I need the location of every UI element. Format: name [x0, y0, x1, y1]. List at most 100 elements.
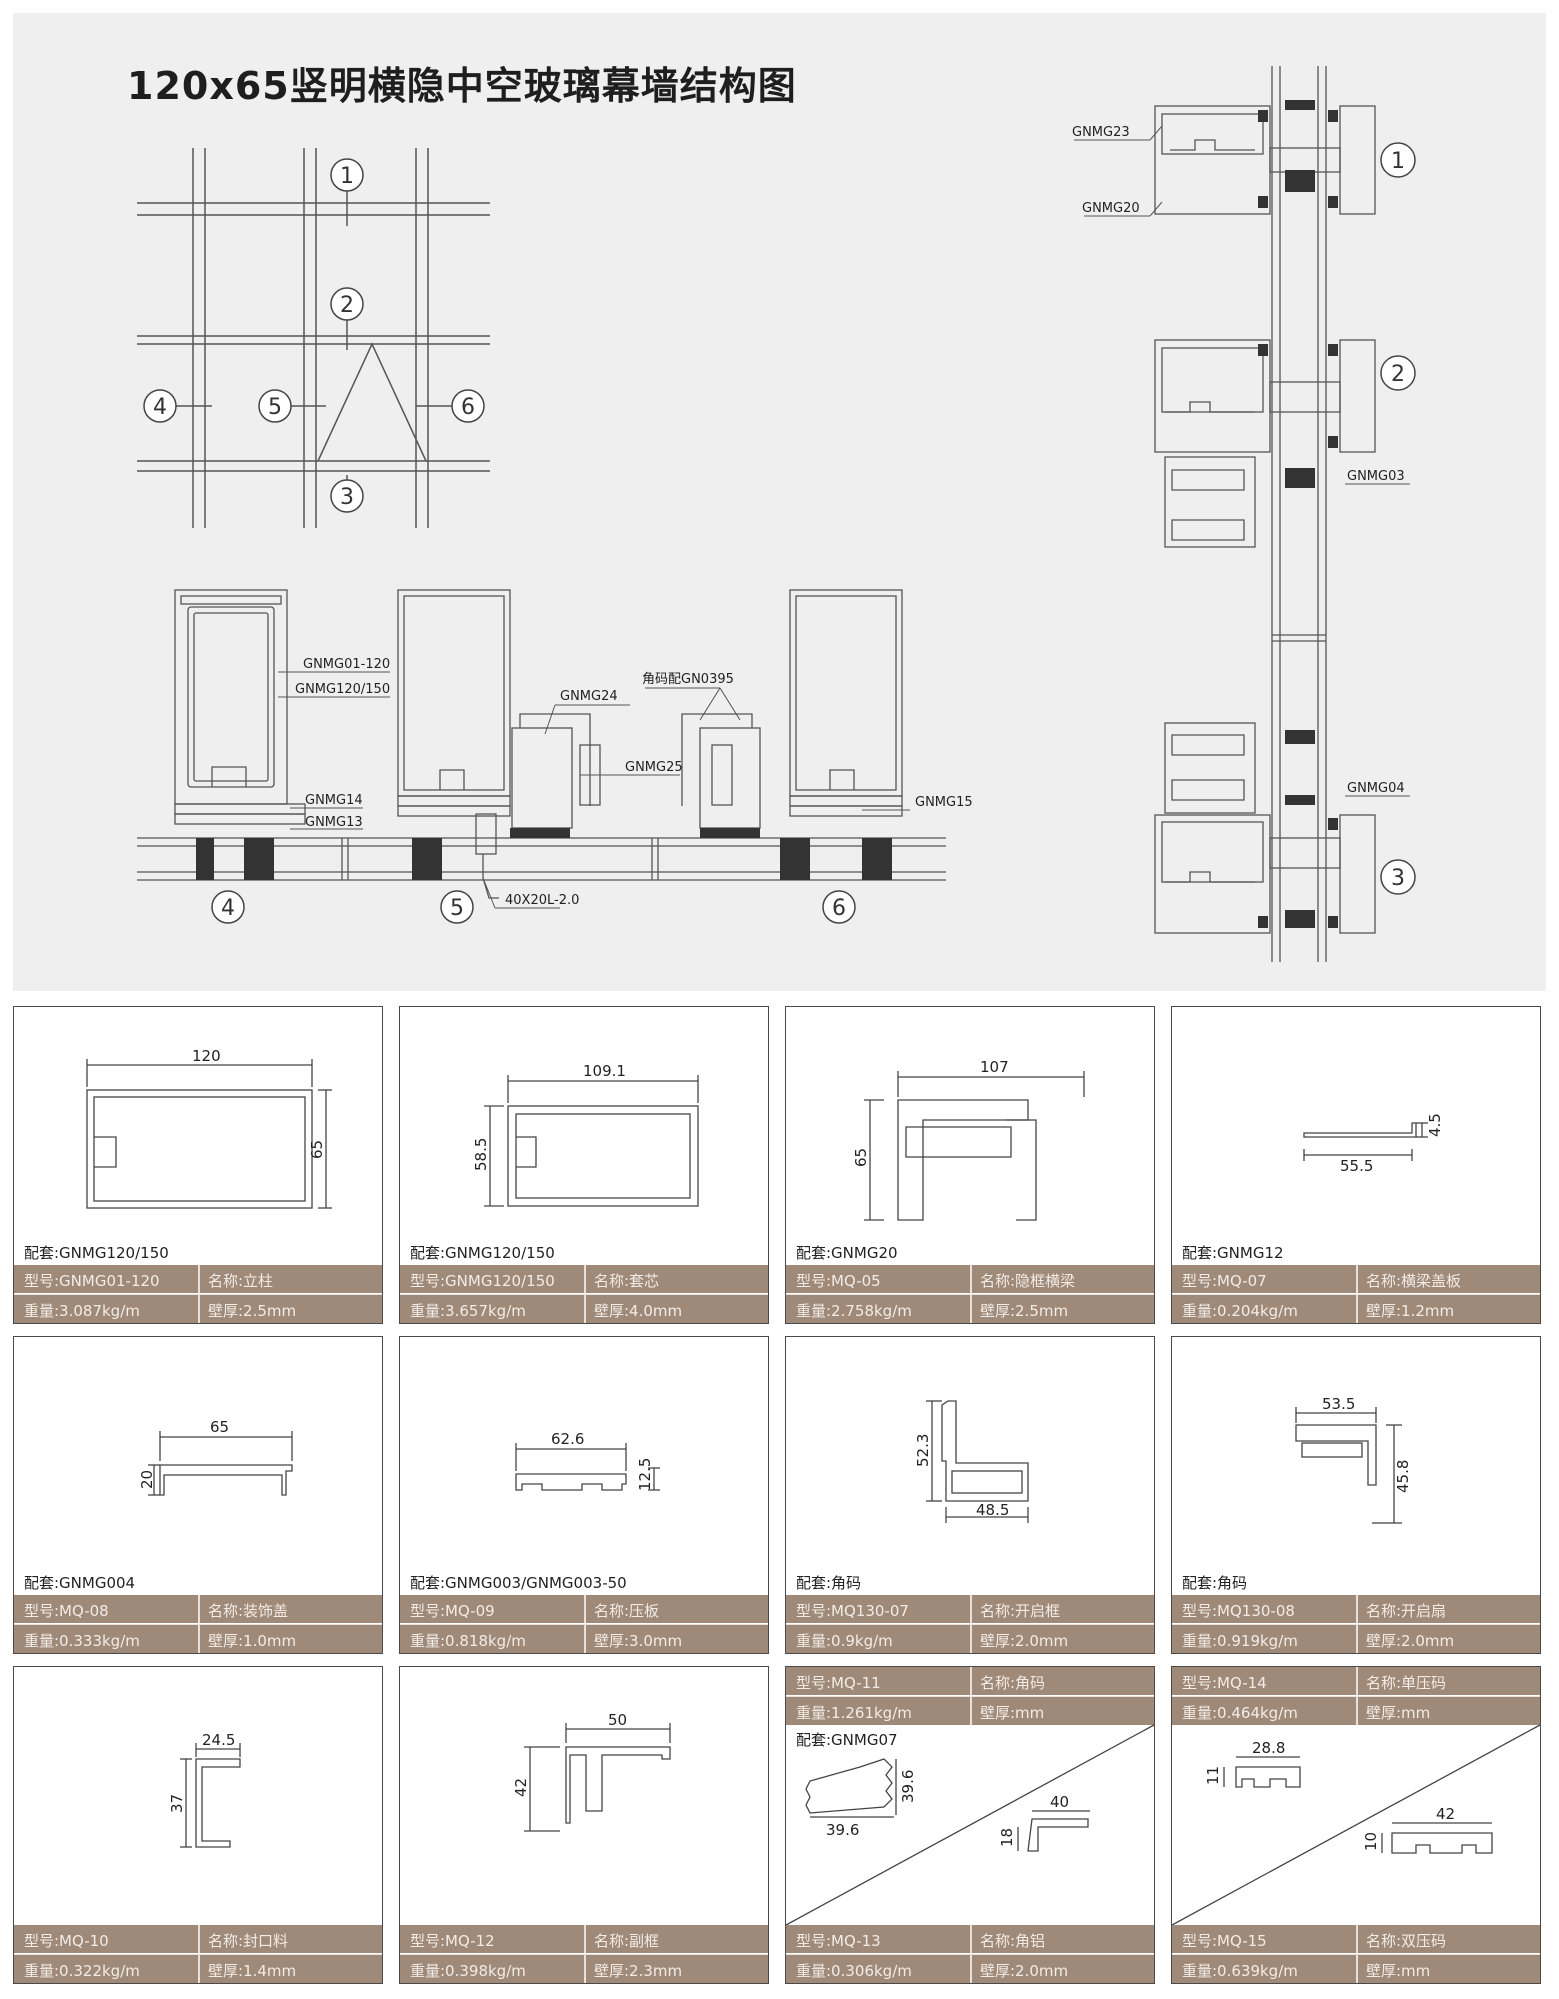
plan-marker-4 [211, 890, 245, 924]
dim-height-a: 39.6 [899, 1770, 917, 1803]
wall: 壁厚:4.0mm [594, 1302, 683, 1320]
top-weight: 重量:1.261kg/m [796, 1704, 912, 1722]
label-gnmg15: GNMG15 [915, 795, 973, 810]
weight: 重量:0.322kg/m [24, 1962, 140, 1980]
marker-4 [143, 389, 177, 423]
dim-width: 109.1 [583, 1062, 626, 1080]
profile-drawing: 120 65 [86, 1047, 332, 1209]
set-label: 配套:角码 [796, 1574, 862, 1592]
dim-height: 58.5 [472, 1138, 490, 1171]
dim-width: 48.5 [976, 1501, 1009, 1519]
model: 型号:MQ-05 [796, 1272, 881, 1290]
label-gnmg120-150: GNMG120/150 [295, 682, 390, 697]
profile-card-2: 109.1 58.5 配套:GNMG120/150 型号:GNMG120/150… [399, 1006, 769, 1324]
page-title: 120x65竖明横隐中空玻璃幕墙结构图 [127, 64, 797, 108]
model: 型号:MQ130-07 [796, 1602, 909, 1620]
wall: 壁厚:2.0mm [980, 1962, 1069, 1980]
dim-width-a: 39.6 [826, 1821, 859, 1839]
set-label: 配套:GNMG20 [796, 1244, 898, 1262]
weight: 重量:0.919kg/m [1182, 1632, 1298, 1650]
model: 型号:MQ-13 [796, 1932, 881, 1950]
dim-width: 24.5 [202, 1731, 235, 1749]
model: 型号:GNMG120/150 [410, 1272, 555, 1290]
dim-height: 65 [308, 1140, 326, 1159]
wall: 壁厚:1.4mm [208, 1962, 297, 1980]
profile-drawing: 53.5 45.8 [1295, 1395, 1412, 1524]
dim-width: 65 [210, 1418, 229, 1436]
elevation-grid: 1 2 3 4 5 6 [137, 66, 1416, 962]
section-marker-2 [1380, 355, 1416, 391]
dim-width: 62.6 [551, 1430, 584, 1448]
plan-marker-6-label: 6 [832, 896, 846, 921]
dim-height: 37 [168, 1794, 186, 1813]
label-gnmg20: GNMG20 [1082, 201, 1140, 216]
plan-marker-5 [440, 890, 474, 924]
wall: 壁厚:1.2mm [1366, 1302, 1455, 1320]
dim-height: 65 [852, 1148, 870, 1167]
dim-height: 45.8 [1394, 1460, 1412, 1493]
wall: 壁厚:2.5mm [208, 1302, 297, 1320]
model: 型号:MQ-15 [1182, 1932, 1267, 1950]
label-gnmg03: GNMG03 [1347, 469, 1405, 484]
dim-height: 42 [512, 1778, 530, 1797]
dim-width-b: 40 [1050, 1793, 1069, 1811]
model: 型号:MQ-09 [410, 1602, 495, 1620]
spec-row-top-weight: 重量:1.261kg/m 壁厚:mm [786, 1696, 1154, 1725]
profile-drawing: 62.6 12.5 [515, 1430, 660, 1491]
spec-row-weight: 重量:0.322kg/m 壁厚:1.4mm [14, 1954, 382, 1983]
model: 型号:MQ-12 [410, 1932, 495, 1950]
name: 名称:角铝 [980, 1932, 1046, 1950]
label-gnmg25: GNMG25 [625, 760, 683, 775]
model: 型号:MQ-07 [1182, 1272, 1267, 1290]
dim-height: 20 [138, 1470, 156, 1489]
name: 名称:装饰盖 [208, 1602, 289, 1620]
name: 名称:开启框 [980, 1602, 1061, 1620]
label-tube: 40X20L-2.0 [505, 893, 579, 908]
profile-drawing: 28.8 11 42 10 [1172, 1724, 1541, 1926]
name: 名称:隐框横梁 [980, 1272, 1076, 1290]
weight: 重量:0.9kg/m [796, 1632, 893, 1650]
label-gnmg13: GNMG13 [305, 815, 363, 830]
section-marker-2-label: 2 [1391, 362, 1405, 387]
dim-width: 55.5 [1340, 1157, 1373, 1175]
marker-4-label: 4 [153, 395, 167, 420]
profile-drawing: 24.5 37 [168, 1731, 241, 1848]
label-gnmg04: GNMG04 [1347, 781, 1405, 796]
marker-1-label: 1 [340, 164, 354, 189]
model: 型号:MQ-10 [24, 1932, 109, 1950]
section-marker-1-label: 1 [1391, 149, 1405, 174]
weight: 重量:3.087kg/m [24, 1302, 140, 1320]
plan-marker-5-label: 5 [450, 896, 464, 921]
section-marker-3-label: 3 [1391, 866, 1405, 891]
dim-width: 50 [608, 1711, 627, 1729]
wall: 壁厚:2.3mm [594, 1962, 683, 1980]
weight: 重量:0.398kg/m [410, 1962, 526, 1980]
marker-5 [258, 389, 292, 423]
profile-drawing: 39.6 39.6 40 18 [786, 1724, 1155, 1926]
top-model: 型号:MQ-11 [796, 1674, 881, 1692]
model: 型号:MQ130-08 [1182, 1602, 1295, 1620]
dim-height: 52.3 [914, 1434, 932, 1467]
name: 名称:双压码 [1366, 1932, 1447, 1950]
top-wall: 壁厚:mm [980, 1704, 1045, 1722]
set-label: 配套:GNMG12 [1182, 1244, 1284, 1262]
dim-width-b: 42 [1436, 1805, 1455, 1823]
weight: 重量:0.306kg/m [796, 1962, 912, 1980]
